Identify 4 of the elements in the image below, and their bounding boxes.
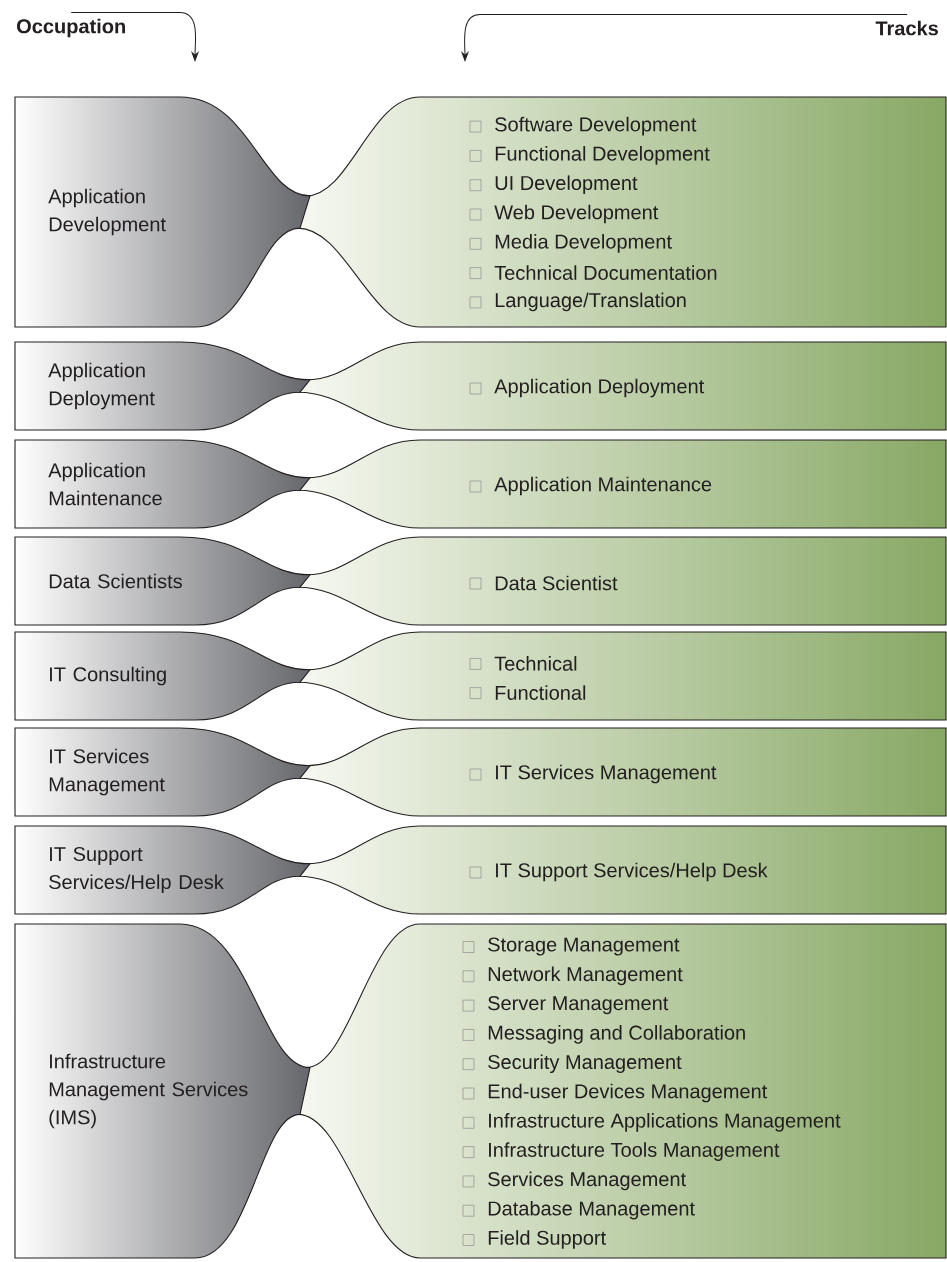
arrow	[70, 12, 199, 62]
column-heading: Tracks	[875, 20, 938, 36]
arrow	[461, 13, 908, 62]
column-heading: Occupation	[17, 18, 125, 38]
